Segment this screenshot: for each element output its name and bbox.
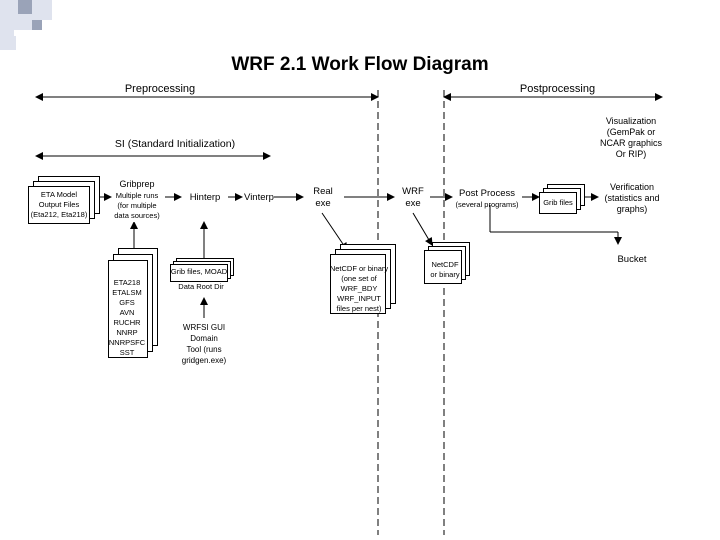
netcdf-wrf-line: or binary [430, 270, 460, 279]
netcdf-real-docs [330, 244, 396, 316]
corner-decoration [0, 36, 16, 50]
visualization-line: Visualization [605, 116, 657, 126]
netcdf-wrf-docs [424, 242, 470, 286]
gribprep-box [112, 174, 164, 222]
netcdf-real-line: WRF_BDY [340, 284, 378, 293]
netcdf-real-line: files per nest) [336, 304, 382, 313]
source-item: AVN [119, 308, 135, 317]
visualization-line: Or RIP) [615, 149, 647, 159]
source-item: SST [119, 348, 135, 357]
corner-decoration [32, 20, 42, 30]
preprocessing-label: Preprocessing [124, 83, 196, 95]
diagram-title: WRF 2.1 Work Flow Diagram [231, 54, 489, 75]
data-sources-docs: ETA218 ETALSM GFS AVN RUCHR NNRP NNRPSFC… [108, 248, 158, 358]
source-item: ETA218 [113, 278, 141, 287]
netcdf-real-line: NetCDF or binary [329, 264, 389, 273]
corner-decoration [0, 18, 14, 36]
verification-label: Verification (statistics and graphs) [596, 182, 668, 215]
corner-decoration [32, 0, 52, 20]
netcdf-wrf-label: NetCDF or binary [420, 260, 470, 280]
wrfsi-gui-line: WRFSI GUI [182, 323, 226, 332]
eta-model-line: Output Files [38, 200, 80, 209]
corner-decoration [0, 0, 18, 18]
bucket-label: Bucket [617, 254, 647, 265]
si-label: SI (Standard Initialization) [114, 138, 236, 150]
gribprep-note-line: Multiple runs [115, 191, 159, 200]
real-exe-label: Real exe [302, 186, 344, 210]
corner-decoration [14, 14, 32, 30]
postprocessing-label: Postprocessing [519, 83, 596, 95]
gribprep-note-line: data sources) [114, 211, 160, 220]
netcdf-wrf-line: NetCDF [431, 260, 459, 269]
data-root-label: Data Root Dir [178, 282, 224, 291]
wrfsi-gui-line: Tool (runs [186, 345, 222, 354]
wrfsi-gui-line: gridgen.exe) [181, 356, 227, 365]
netcdf-real-line: (one set of [341, 274, 377, 283]
wrfsi-gui-line: Domain [190, 334, 218, 343]
wrf-exe-line: WRF [402, 186, 424, 197]
wrf-exe-line: exe [405, 198, 421, 209]
gribprep-note-line: (for multiple [117, 201, 157, 210]
source-item: GFS [119, 298, 135, 307]
corner-decoration [18, 0, 32, 14]
eta-model-line: (Eta212, Eta218) [30, 210, 88, 219]
verification-line: Verification [609, 182, 655, 192]
real-exe-line: Real [313, 186, 333, 197]
grib-files-docs: Grib files [539, 184, 585, 216]
eta-model-line: ETA Model [40, 190, 78, 199]
source-item: RUCHR [113, 318, 141, 327]
gribprep-note: Multiple runs (for multiple data sources… [104, 191, 170, 221]
grib-files-label: Grib files [543, 198, 573, 207]
gribprep-label: Gribprep [119, 179, 155, 189]
verification-line: graphs) [616, 204, 648, 214]
wrfsi-gui-label: WRFSI GUI Domain Tool (runs gridgen.exe) [172, 322, 236, 366]
netcdf-real-line: WRF_INPUT [337, 294, 381, 303]
source-item: NNRPSFC [108, 338, 146, 347]
netcdf-real-label: NetCDF or binary (one set of WRF_BDY WRF… [322, 264, 396, 314]
post-process-label: Post Process [459, 188, 515, 199]
source-item: NNRP [116, 328, 138, 337]
real-exe-line: exe [315, 198, 331, 209]
wrf-exe-label: WRF exe [394, 186, 432, 210]
grib-moad-docs: Grib files, MOAD [170, 258, 234, 284]
post-process-note: (several programs) [455, 200, 519, 209]
visualization-label: Visualization (GemPak or NCAR graphics O… [592, 116, 670, 160]
verification-line: (statistics and [604, 193, 660, 203]
visualization-line: (GemPak or [606, 127, 656, 137]
hinterp-label: Hinterp [189, 192, 221, 203]
source-item: ETALSM [112, 288, 142, 297]
visualization-line: NCAR graphics [599, 138, 663, 148]
vinterp-label: Vinterp [244, 192, 274, 203]
grib-moad-label: Grib files, MOAD [170, 267, 228, 276]
eta-model-files: ETA Model Output Files (Eta212, Eta218) [28, 176, 102, 224]
